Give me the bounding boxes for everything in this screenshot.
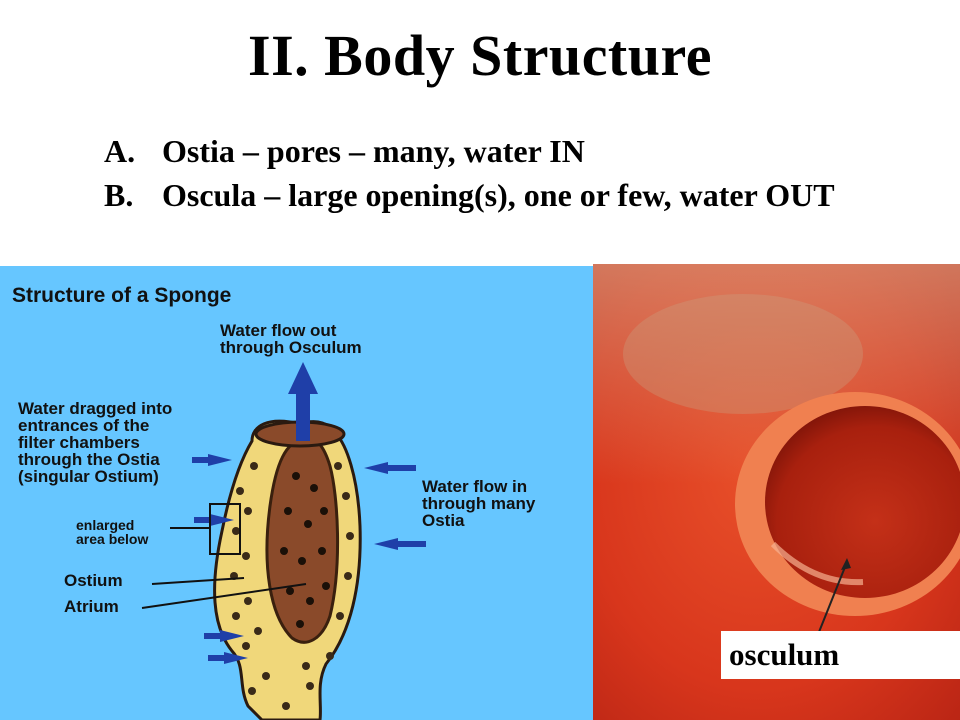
sponge-diagram: Structure of a Sponge Water flow out thr… <box>0 266 593 720</box>
label-ostium: Ostium <box>64 571 123 590</box>
atrium <box>265 436 340 644</box>
atrium-pores <box>280 472 330 628</box>
bullet-text: Oscula – large opening(s), one or few, w… <box>162 177 835 213</box>
slide-title: II. Body Structure <box>248 23 712 88</box>
label-water-out: Water flow out through Osculum <box>220 321 362 357</box>
water-out-arrow <box>288 362 318 441</box>
sponge-diagram-graphic <box>141 362 426 720</box>
label-enlarged-area: enlarged area below <box>76 517 149 547</box>
diagram-title: Structure of a Sponge <box>12 284 232 307</box>
water-in-arrows-left <box>192 454 248 664</box>
bullet-list: A. Ostia – pores – many, water IN B. Osc… <box>104 132 924 220</box>
label-atrium: Atrium <box>64 597 119 616</box>
bullet-text: Ostia – pores – many, water IN <box>162 133 585 169</box>
label-water-in: Water flow in through many Ostia <box>422 477 536 530</box>
label-water-dragged: Water dragged into entrances of the filt… <box>18 399 173 486</box>
water-in-arrows-right <box>364 462 426 550</box>
bullet-item-b: B. Oscula – large opening(s), one or few… <box>104 176 924 214</box>
bullet-marker: B. <box>104 177 134 213</box>
wall-pores <box>230 462 354 710</box>
osculum-hole <box>765 406 960 598</box>
osculum-label: osculum <box>721 631 960 679</box>
bullet-marker: A. <box>104 133 136 169</box>
bullet-item-a: A. Ostia – pores – many, water IN <box>104 132 924 170</box>
